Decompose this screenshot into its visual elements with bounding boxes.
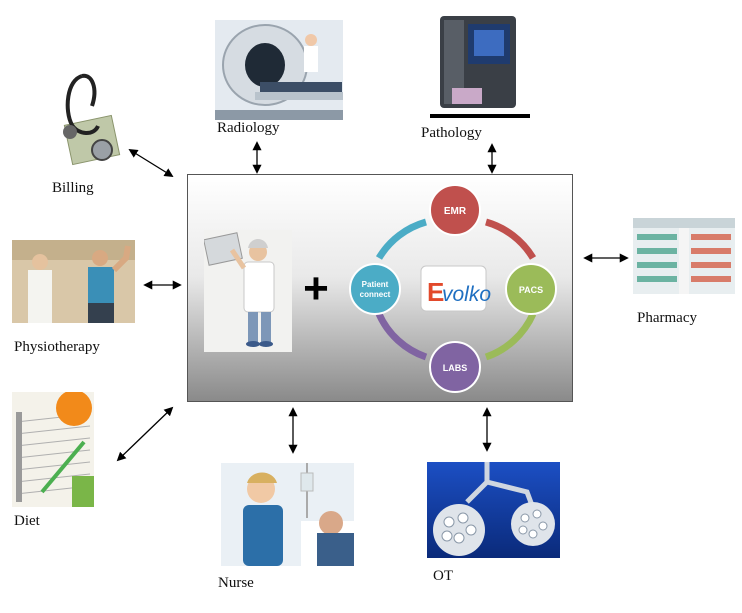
arrow-diet bbox=[116, 406, 174, 462]
emr-node bbox=[429, 184, 481, 236]
ot-label: OT bbox=[433, 568, 453, 584]
patient-node-label-1: Patient bbox=[362, 280, 389, 289]
plus-sign: + bbox=[303, 264, 329, 313]
nurse-image bbox=[221, 463, 354, 566]
radiology-label: Radiology bbox=[217, 120, 280, 136]
labs-node bbox=[429, 341, 481, 393]
pharmacy-label: Pharmacy bbox=[637, 310, 697, 326]
ring-arc-labs-patient bbox=[375, 312, 428, 361]
ot-image bbox=[427, 462, 560, 558]
ring-arc-pacs-labs bbox=[484, 312, 537, 361]
pacs-node bbox=[505, 263, 557, 315]
logo-text: volko bbox=[442, 283, 491, 306]
diet-image bbox=[12, 392, 94, 507]
physiotherapy-image bbox=[12, 240, 135, 323]
arrow-billing bbox=[128, 149, 174, 177]
ring-arc-emr-pacs bbox=[484, 218, 537, 260]
logo-prefix: E bbox=[427, 277, 444, 307]
pacs-node-label: PACS bbox=[519, 285, 543, 295]
evolko-logo bbox=[420, 265, 487, 312]
pharmacy-image bbox=[633, 218, 735, 294]
ring-arc-patient-emr bbox=[375, 218, 428, 260]
billing-label: Billing bbox=[52, 180, 94, 196]
doctor-image bbox=[204, 230, 292, 352]
pathology-image bbox=[430, 12, 530, 122]
emr-node-label: EMR bbox=[444, 206, 467, 217]
physiotherapy-label: Physiotherapy bbox=[14, 339, 100, 355]
billing-image bbox=[42, 70, 126, 175]
patient-node-label-2: connect bbox=[360, 290, 391, 299]
radiology-image bbox=[215, 20, 343, 120]
diet-label: Diet bbox=[14, 513, 40, 529]
pathology-label: Pathology bbox=[421, 125, 482, 141]
labs-node-label: LABS bbox=[443, 363, 468, 373]
patient-connect-node bbox=[349, 263, 401, 315]
nurse-label: Nurse bbox=[218, 575, 254, 591]
